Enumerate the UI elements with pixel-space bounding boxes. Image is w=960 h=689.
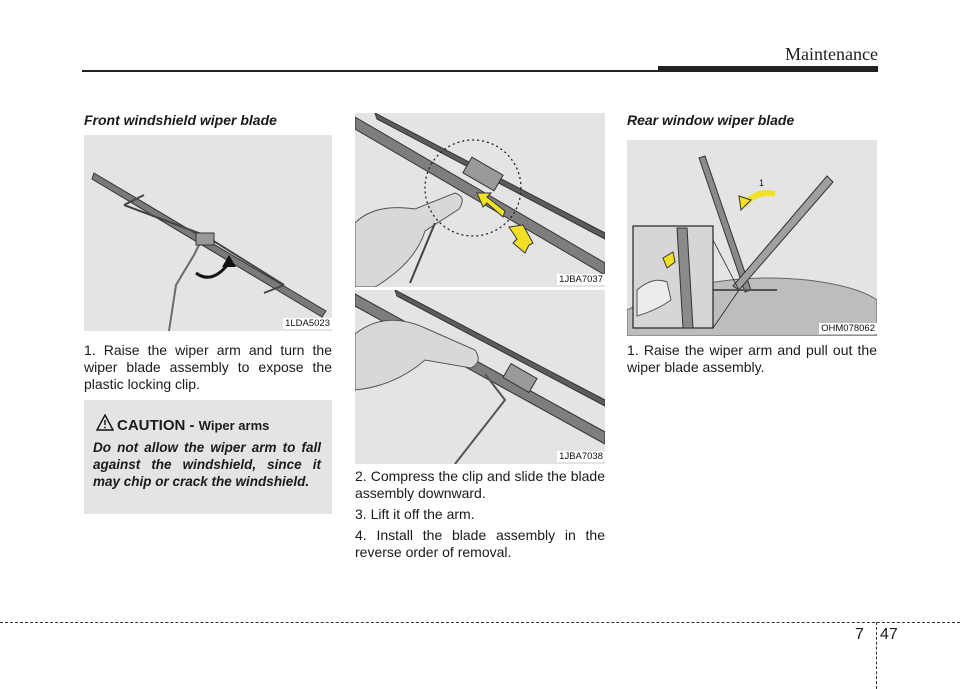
image-code-label: 1LDA5023 bbox=[283, 318, 332, 329]
image-code-label: 1JBA7037 bbox=[557, 274, 605, 285]
middle-steps: 2. Compress the clip and slide the blade… bbox=[355, 468, 605, 561]
step-text: Lift it off the arm. bbox=[370, 506, 475, 522]
rear-step-1: 1. Raise the wiper arm and pull out the … bbox=[627, 342, 877, 376]
step-text: Raise the wiper arm and turn the wiper b… bbox=[84, 342, 332, 392]
chapter-number: 7 bbox=[855, 626, 864, 643]
middle-step-4: 4. Install the blade assembly in the rev… bbox=[355, 527, 605, 561]
middle-step-2: 2. Compress the clip and slide the blade… bbox=[355, 468, 605, 502]
header-rule-accent bbox=[658, 66, 878, 72]
page-number: 47 bbox=[880, 626, 898, 643]
clip-compress-illustration: 1JBA7037 bbox=[355, 113, 605, 287]
page-header-title: Maintenance bbox=[785, 44, 878, 64]
step-number: 1. bbox=[84, 342, 96, 358]
caution-label: CAUTION - bbox=[117, 417, 195, 434]
step-text: Compress the clip and slide the blade as… bbox=[355, 468, 606, 501]
callout-number-1: 1 bbox=[759, 178, 764, 188]
rear-wiper-section-title: Rear window wiper blade bbox=[627, 112, 795, 128]
rear-wiper-illustration: 1 OHM078062 bbox=[627, 140, 877, 336]
middle-step-3: 3. Lift it off the arm. bbox=[355, 506, 605, 523]
page-number-divider bbox=[876, 622, 877, 689]
caution-box: CAUTION - Wiper arms Do not allow the wi… bbox=[84, 400, 332, 514]
warning-triangle-icon bbox=[96, 414, 114, 431]
front-wiper-section-title: Front windshield wiper blade bbox=[84, 112, 277, 128]
caution-text: Do not allow the wiper arm to fall again… bbox=[93, 440, 321, 489]
caution-heading: CAUTION - Wiper arms bbox=[117, 417, 269, 434]
step-text: Raise the wiper arm and pull out the wip… bbox=[627, 342, 878, 375]
header-rule bbox=[82, 70, 878, 72]
image-code-label: OHM078062 bbox=[819, 323, 877, 334]
step-number: 4. bbox=[355, 527, 367, 543]
step-text: Install the blade assembly in the revers… bbox=[355, 527, 606, 560]
blade-slide-illustration: 1JBA7038 bbox=[355, 290, 605, 464]
front-wiper-illustration: 1LDA5023 bbox=[84, 135, 332, 331]
step-number: 2. bbox=[355, 468, 367, 484]
step-number: 3. bbox=[355, 506, 367, 522]
front-step-1: 1. Raise the wiper arm and turn the wipe… bbox=[84, 342, 332, 393]
image-code-label: 1JBA7038 bbox=[557, 451, 605, 462]
footer-rule bbox=[0, 622, 960, 623]
caution-subject: Wiper arms bbox=[198, 418, 270, 433]
step-number: 1. bbox=[627, 342, 639, 358]
